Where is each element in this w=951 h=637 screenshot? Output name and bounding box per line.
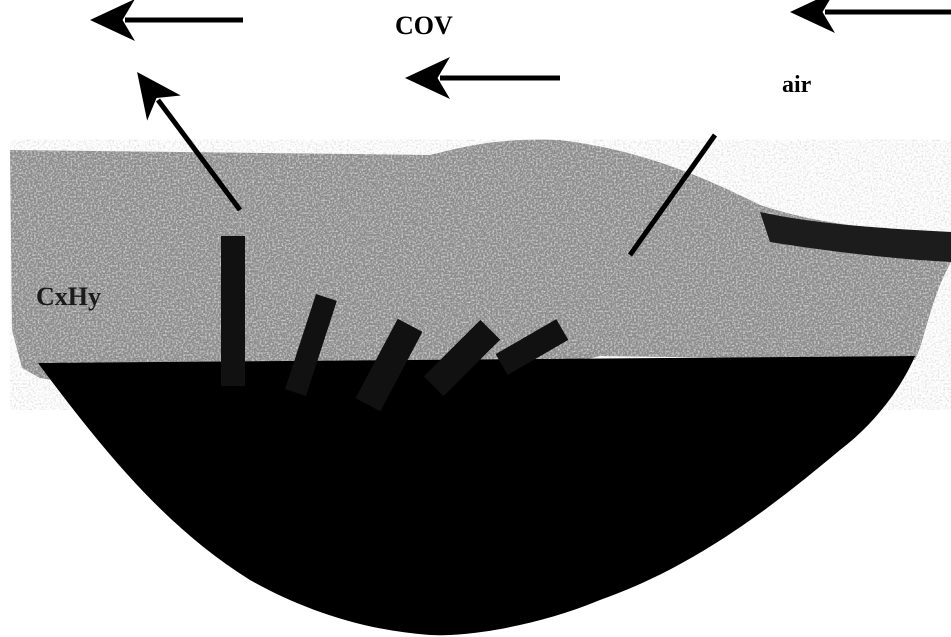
ground-bowl [38, 356, 915, 635]
label-cov: COV [395, 11, 453, 40]
extraction-well [221, 236, 245, 386]
label-cxhy: CxHy [36, 282, 101, 311]
label-air: air [782, 72, 812, 98]
